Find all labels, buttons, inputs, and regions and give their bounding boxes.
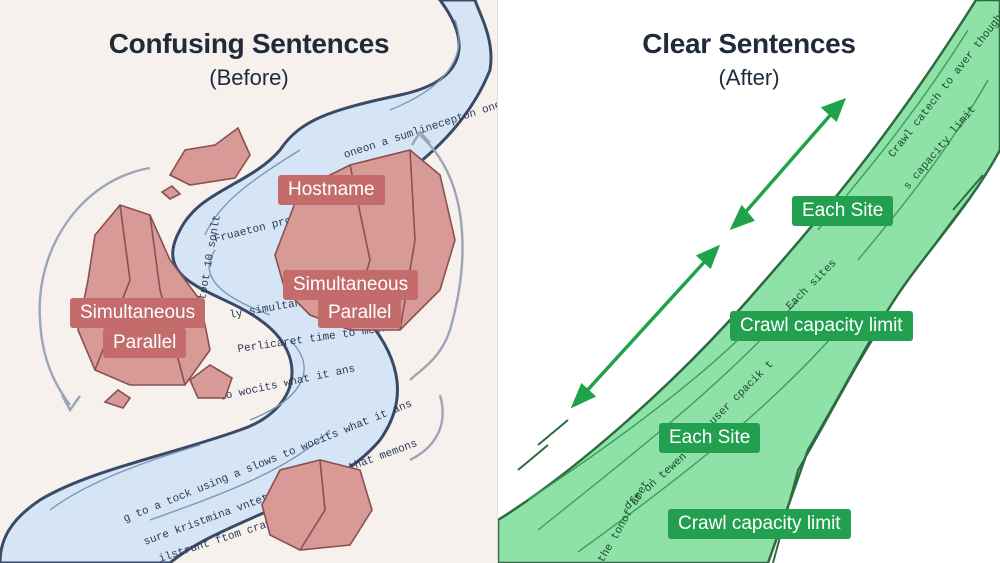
rock-tiny bbox=[160, 184, 182, 200]
arrow-lower bbox=[581, 256, 710, 397]
after-title: Clear Sentences bbox=[642, 28, 856, 59]
rock-left-small bbox=[189, 364, 233, 399]
label-parallel-right: Parallel bbox=[318, 298, 402, 328]
label-parallel-left: Parallel bbox=[103, 328, 187, 358]
label-simultaneous-left: Simultaneous bbox=[70, 298, 206, 328]
rock-bottom bbox=[261, 459, 373, 551]
edge-strokes bbox=[517, 174, 984, 471]
rock-small-top bbox=[168, 126, 251, 186]
arrow-lower-head-bottom bbox=[570, 383, 597, 409]
label-each-site-bottom: Each Site bbox=[659, 423, 761, 453]
arrow-upper-head-top bbox=[820, 98, 847, 123]
label-hostname: Hostname bbox=[278, 175, 385, 205]
river-flow-lines bbox=[49, 19, 460, 521]
after-panel: Crawl catech to aver thoughts s capacity… bbox=[498, 0, 1000, 563]
before-panel: oneon a sumlinecepton onew to scarn too … bbox=[0, 0, 498, 563]
label-crawl-capacity-top: Crawl capacity limit bbox=[730, 311, 913, 341]
swirl-arrow-right bbox=[409, 134, 464, 381]
green-arrows bbox=[570, 98, 847, 409]
before-subtitle: (Before) bbox=[209, 65, 289, 90]
before-title: Confusing Sentences bbox=[108, 28, 390, 59]
after-subtitle: (After) bbox=[718, 65, 780, 90]
winding-river-illustration: oneon a sumlinecepton onew to scarn too … bbox=[0, 0, 498, 563]
arrow-head-left bbox=[60, 394, 81, 413]
arrow-lower-head-top bbox=[695, 244, 721, 270]
label-each-site-top: Each Site bbox=[792, 196, 894, 226]
arrow-upper-head-bottom bbox=[729, 204, 755, 231]
swirl-arrows bbox=[38, 130, 464, 462]
rock-pebble bbox=[103, 388, 132, 409]
label-simultaneous-right: Simultaneous bbox=[283, 270, 419, 300]
swirl-arrow-right-lower bbox=[409, 394, 444, 462]
arrow-upper bbox=[741, 110, 835, 217]
swirl-arrow-left bbox=[38, 166, 151, 406]
label-crawl-capacity-bottom: Crawl capacity limit bbox=[668, 509, 851, 539]
arrow-head-right bbox=[410, 130, 431, 146]
